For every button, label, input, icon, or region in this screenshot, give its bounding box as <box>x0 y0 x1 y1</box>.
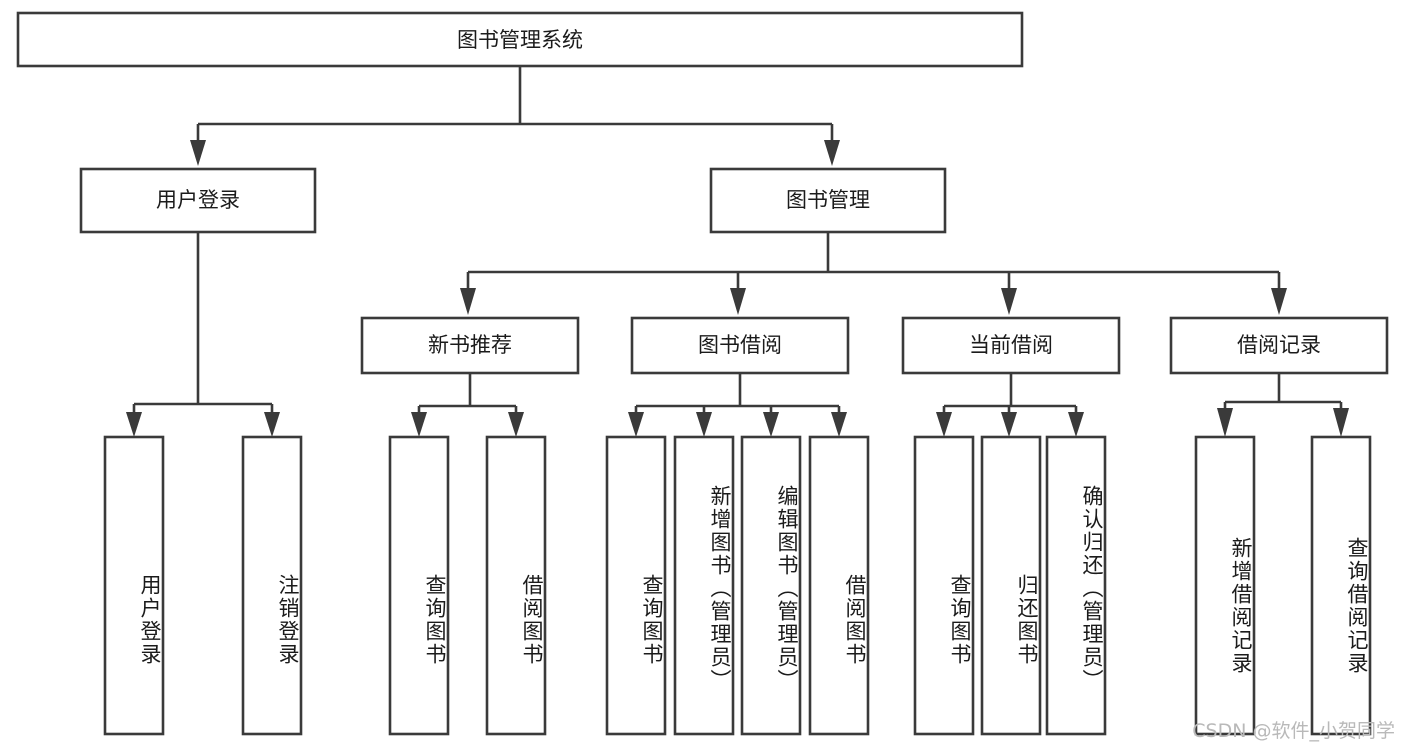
edges-current-borrow-to-leaves <box>936 373 1084 437</box>
arrow-to-book-manage-icon <box>824 140 840 166</box>
arrow-to-user-login-icon <box>190 140 206 166</box>
node-root-label: 图书管理系统 <box>457 28 583 52</box>
arrow-to-book-borrow-icon <box>730 288 746 315</box>
node-current-borrow-label: 当前借阅 <box>969 333 1053 357</box>
node-book-borrow-box[interactable] <box>630 316 850 375</box>
node-borrow-record-box[interactable] <box>1169 316 1389 375</box>
arrow-current-borrow-leaf1-icon <box>936 412 952 437</box>
arrow-new-book-leaf1-icon <box>411 412 427 437</box>
leaf-box-book-borrow-4[interactable] <box>808 435 870 736</box>
leaf-box-book-borrow-2[interactable] <box>673 435 735 736</box>
leaf-box-new-book-1[interactable] <box>388 435 450 736</box>
watermark: CSDN @软件_小贺同学 <box>1192 720 1395 742</box>
leaf-box-book-borrow-3[interactable] <box>740 435 802 736</box>
leaf-box-current-borrow-1[interactable] <box>913 435 975 736</box>
arrow-book-borrow-leaf3-icon <box>763 412 779 437</box>
arrow-user-login-leaf2-icon <box>264 412 280 437</box>
leaf-box-user-login-1[interactable] <box>103 435 165 736</box>
node-user-login-label: 用户登录 <box>156 188 240 212</box>
leaf-box-borrow-record-2[interactable] <box>1310 435 1372 736</box>
node-current-borrow[interactable]: 当前借阅 <box>901 316 1121 375</box>
edges-book-manage-to-level3 <box>460 232 1287 315</box>
arrow-to-borrow-record-icon <box>1271 288 1287 315</box>
arrow-current-borrow-leaf2-icon <box>1001 412 1017 437</box>
node-root-box[interactable] <box>16 11 1024 68</box>
leaf-box-borrow-record-1[interactable] <box>1194 435 1256 736</box>
arrow-user-login-leaf1-icon <box>126 412 142 437</box>
node-new-book-recommend-label: 新书推荐 <box>428 333 512 357</box>
arrow-book-borrow-leaf4-icon <box>831 412 847 437</box>
arrow-current-borrow-leaf3-icon <box>1068 412 1084 437</box>
edges-user-login-to-leaves <box>126 232 280 437</box>
node-book-manage[interactable]: 图书管理 <box>709 167 947 234</box>
node-book-borrow-label: 图书借阅 <box>698 333 782 357</box>
arrow-book-borrow-leaf1-icon <box>628 412 644 437</box>
edges-book-borrow-to-leaves <box>628 373 847 437</box>
leaf-box-new-book-2[interactable] <box>485 435 547 736</box>
arrow-borrow-record-leaf1-icon <box>1217 408 1233 437</box>
arrow-book-borrow-leaf2-icon <box>696 412 712 437</box>
leaf-box-current-borrow-3[interactable] <box>1045 435 1107 736</box>
arrow-new-book-leaf2-icon <box>508 412 524 437</box>
arrow-borrow-record-leaf2-icon <box>1333 408 1349 437</box>
leaf-box-book-borrow-1[interactable] <box>605 435 667 736</box>
arrow-to-new-book-icon <box>460 288 476 315</box>
node-current-borrow-box[interactable] <box>901 316 1121 375</box>
node-book-manage-label: 图书管理 <box>786 188 870 212</box>
node-book-borrow[interactable]: 图书借阅 <box>630 316 850 375</box>
node-new-book-recommend[interactable]: 新书推荐 <box>360 316 580 375</box>
node-new-book-recommend-box[interactable] <box>360 316 580 375</box>
edges-borrow-record-to-leaves <box>1217 373 1349 437</box>
node-borrow-record-label: 借阅记录 <box>1237 333 1321 357</box>
edges-new-book-to-leaves <box>411 373 524 437</box>
leaf-box-user-login-2[interactable] <box>241 435 303 736</box>
node-root[interactable]: 图书管理系统 <box>16 11 1024 68</box>
node-book-manage-box[interactable] <box>709 167 947 234</box>
arrow-to-current-borrow-icon <box>1001 288 1017 315</box>
leaf-box-current-borrow-2[interactable] <box>980 435 1042 736</box>
node-borrow-record[interactable]: 借阅记录 <box>1169 316 1389 375</box>
edges-root-to-level2 <box>190 66 840 166</box>
node-user-login[interactable]: 用户登录 <box>79 167 317 234</box>
